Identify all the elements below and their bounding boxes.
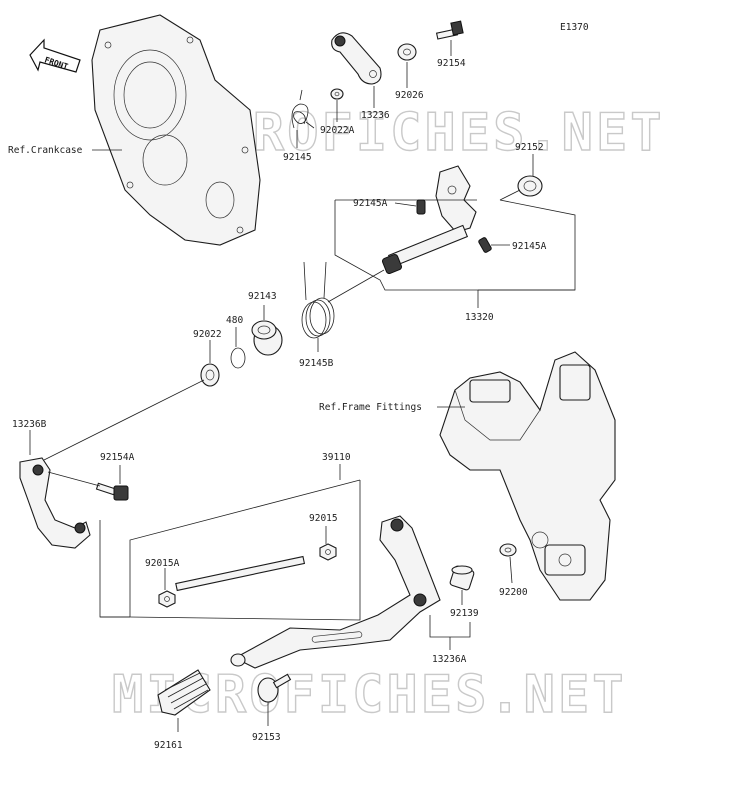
diagram-code: E1370 — [560, 22, 589, 33]
label-92015: 92015 — [309, 513, 338, 524]
front-arrow-icon: FRONT — [29, 38, 81, 73]
label-39110: 39110 — [322, 452, 351, 463]
label-92145A-right: 92145A — [512, 241, 547, 252]
label-92022A: 92022A — [320, 125, 355, 136]
label-92145A-top: 92145A — [353, 198, 388, 209]
label-92139: 92139 — [450, 608, 479, 619]
ref-crankcase-label: Ref.Crankcase — [8, 145, 83, 156]
nut-92015A — [158, 590, 176, 608]
tie-rod — [175, 555, 306, 592]
washer-92022A — [330, 88, 344, 100]
washer-92026 — [397, 43, 417, 61]
label-92154: 92154 — [437, 58, 466, 69]
label-92154A: 92154A — [100, 452, 135, 463]
bushing-92139 — [449, 565, 475, 591]
collar-92143 — [251, 320, 283, 356]
label-92143: 92143 — [248, 291, 277, 302]
nut-92015 — [319, 543, 337, 561]
ref-frame-fittings-label: Ref.Frame Fittings — [319, 402, 422, 413]
label-13236: 13236 — [361, 110, 390, 121]
label-92200: 92200 — [499, 587, 528, 598]
label-13236B: 13236B — [12, 419, 47, 430]
label-92022: 92022 — [193, 329, 222, 340]
spring-92145B — [301, 261, 335, 339]
washer-92200 — [499, 543, 517, 557]
label-480: 480 — [226, 315, 243, 326]
label-92152: 92152 — [515, 142, 544, 153]
spring-92145A-right — [478, 237, 492, 253]
label-92026: 92026 — [395, 90, 424, 101]
pedal-pin — [230, 653, 246, 667]
lever-13236 — [331, 32, 382, 85]
collar-92152 — [517, 175, 543, 197]
shift-shaft-13320 — [381, 165, 477, 275]
label-92015A: 92015A — [145, 558, 180, 569]
crankcase-cover — [91, 14, 261, 246]
frame-fittings — [439, 351, 616, 601]
bolt-92154 — [435, 20, 464, 40]
label-13236A: 13236A — [432, 654, 467, 665]
rubber-92161 — [157, 669, 211, 716]
label-13320: 13320 — [465, 312, 494, 323]
label-92153: 92153 — [252, 732, 281, 743]
washer-92022 — [200, 363, 220, 387]
shift-pedal — [233, 515, 441, 669]
label-92145B: 92145B — [299, 358, 334, 369]
spring-92145 — [291, 89, 315, 129]
bolt-92153 — [257, 673, 292, 703]
label-92145: 92145 — [283, 152, 312, 163]
lever-13236B — [19, 457, 91, 549]
label-92161: 92161 — [154, 740, 183, 751]
circlip-480 — [230, 347, 246, 369]
bolt-92154A — [95, 482, 129, 501]
spring-92145A-top — [416, 199, 426, 215]
